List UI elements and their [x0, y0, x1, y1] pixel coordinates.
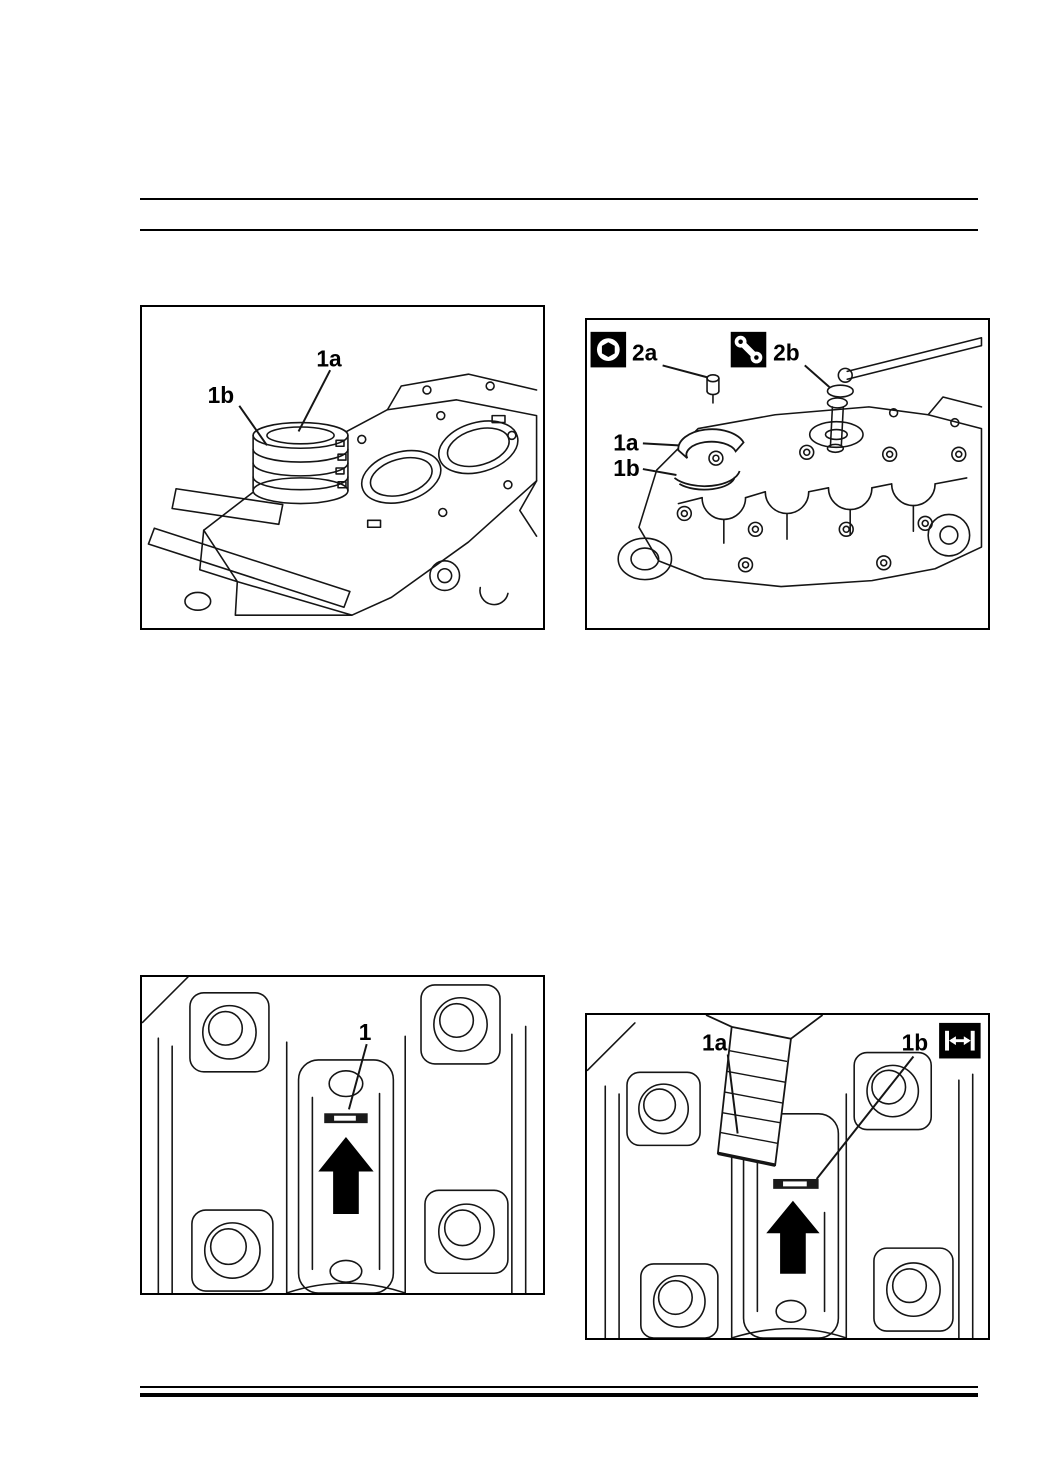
figure-plastigage-placed: 1	[140, 975, 545, 1295]
callout-2a: 2a	[632, 339, 658, 365]
crankcase-art	[617, 396, 983, 588]
up-arrow	[318, 1136, 374, 1214]
plastigage-measure-illustration: 1a 1b	[587, 1015, 981, 1338]
callout-1a: 1a	[613, 429, 639, 455]
leader-1a	[726, 1054, 739, 1134]
crankcase-detail-art	[142, 977, 527, 1293]
socket-icon	[590, 331, 627, 368]
bearing-shell-lower	[673, 470, 741, 491]
callout-1b: 1b	[613, 455, 639, 481]
bearing-shell-upper	[677, 428, 745, 459]
leader-1a	[297, 369, 332, 432]
callout-1b: 1b	[902, 1030, 929, 1056]
header-rule-1	[140, 198, 978, 200]
piston-rings-illustration: 1a 1b	[147, 345, 538, 616]
leader-1b	[815, 1055, 915, 1180]
footer-rule-thin	[140, 1386, 978, 1388]
dowel-pin	[706, 373, 720, 404]
header-rule-2	[140, 229, 978, 231]
main-bearings-illustration: 2a 2b 1a 1b	[590, 331, 983, 588]
crankcase-detail-art	[587, 1022, 974, 1338]
callout-1a: 1a	[702, 1030, 728, 1056]
leader-1	[347, 1043, 368, 1110]
plastigage-strip	[773, 1178, 819, 1189]
wrench-icon	[730, 331, 767, 368]
figure-main-bearings: 2a 2b 1a 1b	[585, 318, 990, 630]
bolt-heads	[676, 444, 967, 573]
callout-1a: 1a	[316, 345, 342, 371]
engine-block-art	[147, 373, 538, 616]
measuring-scale-card	[705, 1015, 824, 1167]
piston-ring-stack	[252, 421, 349, 505]
figure-plastigage-measure: 1a 1b	[585, 1013, 990, 1340]
torque-wrench-tool	[808, 336, 983, 454]
footer-rule-thick	[140, 1393, 978, 1397]
leader-1b	[642, 468, 677, 476]
up-arrow	[766, 1200, 820, 1274]
measurement-icon	[939, 1022, 981, 1059]
leader-1b	[238, 405, 268, 446]
callout-1b: 1b	[208, 382, 235, 408]
callout-2b: 2b	[773, 339, 799, 365]
figure-piston-rings: 1a 1b	[140, 305, 545, 630]
plastigage-illustration: 1	[142, 977, 527, 1293]
leader-2a	[662, 364, 708, 379]
plastigage-strip	[324, 1113, 368, 1124]
callout-1: 1	[359, 1019, 372, 1045]
leader-2b	[804, 364, 831, 388]
leader-1a	[642, 442, 679, 447]
